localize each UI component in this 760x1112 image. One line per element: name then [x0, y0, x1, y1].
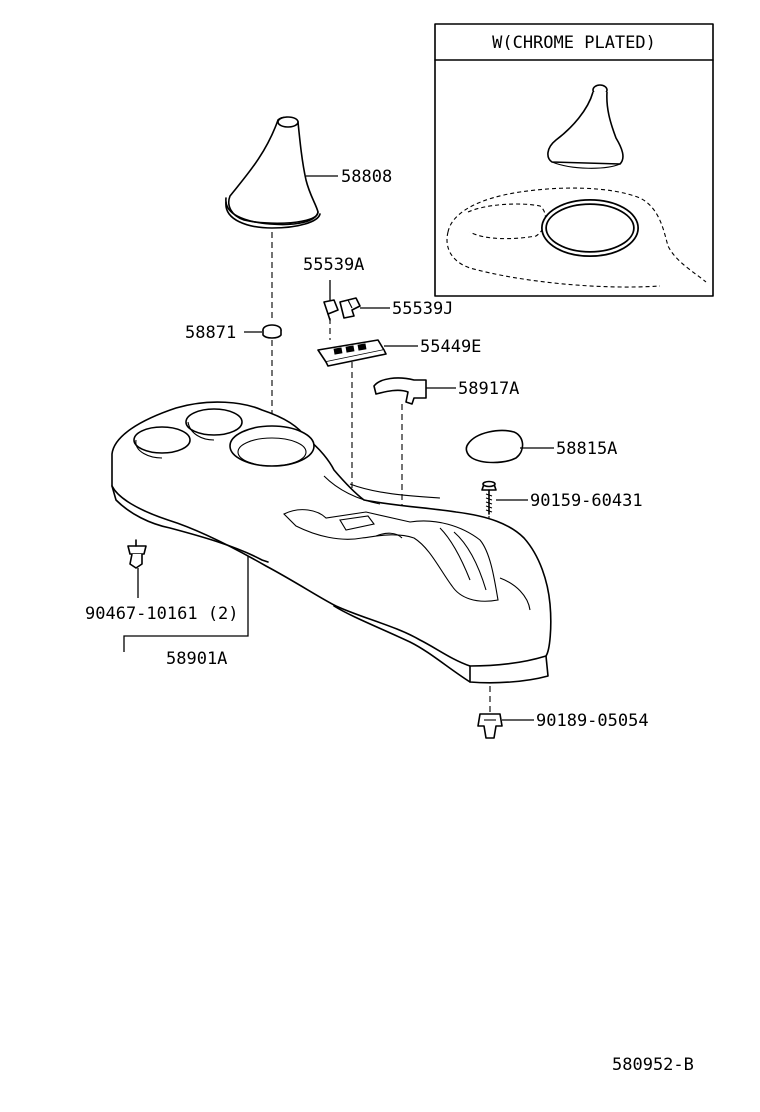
cap-58815A — [465, 429, 524, 464]
grommet-58871 — [262, 324, 282, 339]
diagram-code: 580952-B — [612, 1055, 694, 1075]
label-90159: 90159-60431 — [530, 491, 643, 511]
shift-boot-58808 — [225, 116, 321, 229]
label-58871: 58871 — [185, 323, 236, 343]
leader-55539A — [329, 280, 333, 303]
label-55539J: 55539J — [392, 299, 453, 319]
clip-90467 — [127, 539, 147, 569]
label-58917A: 58917A — [458, 379, 519, 399]
inset-console-drawing — [446, 187, 707, 288]
label-58901A: 58901A — [166, 649, 227, 669]
leader-58901A — [123, 556, 249, 652]
clip-55539A — [323, 299, 339, 321]
inset-shift-boot-drawing — [547, 84, 624, 169]
indicator-panel-55449E — [317, 339, 387, 367]
chrome-plated-inset: W(CHROME PLATED) — [434, 23, 714, 297]
label-58808: 58808 — [341, 167, 392, 187]
label-58815A: 58815A — [556, 439, 617, 459]
label-90467: 90467-10161 (2) — [85, 604, 239, 624]
screw-90159 — [481, 480, 497, 515]
label-90189: 90189-05054 — [536, 711, 649, 731]
label-55449E: 55449E — [420, 337, 481, 357]
clip-55539J — [339, 297, 361, 319]
inset-title: W(CHROME PLATED) — [492, 33, 656, 53]
console-box-58901A — [111, 401, 552, 684]
inset-frame — [434, 23, 714, 297]
clip-90189 — [477, 713, 503, 739]
cover-58917A — [373, 377, 427, 405]
label-55539A: 55539A — [303, 255, 364, 275]
